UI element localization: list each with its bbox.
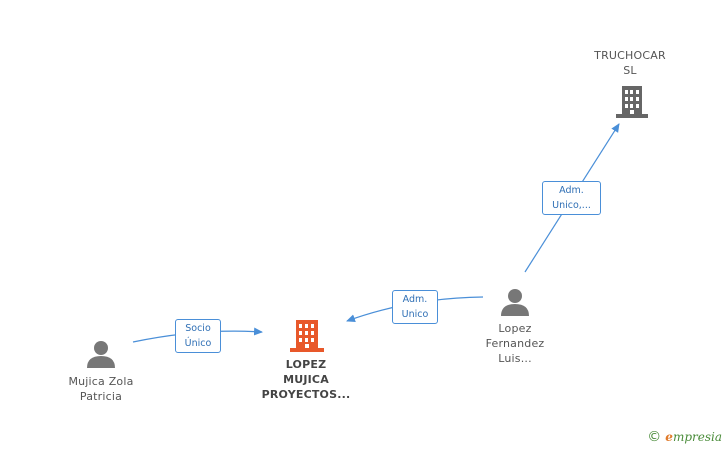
edge-label-line: Unico,... [552, 200, 591, 211]
node-label-line: Mujica Zola [68, 375, 134, 388]
brand-name: mpresia [672, 430, 722, 444]
node-label-lopez-fernandez[interactable]: Lopez Fernandez Luis... [470, 321, 560, 366]
node-label-lopez-mujica[interactable]: LOPEZ MUJICA PROYECTOS... [250, 357, 362, 402]
edge-label-adm-unico[interactable]: Adm. Unico [392, 290, 438, 324]
brand-logo: ©empresia [647, 429, 722, 445]
brand-initial: e [665, 430, 673, 444]
node-label-line: MUJICA [283, 373, 329, 386]
edge-label-line: Adm. [402, 294, 428, 305]
edge-label-socio-unico[interactable]: Socio Único [175, 319, 221, 353]
edge-label-line: Único [184, 338, 212, 349]
node-label-line: Patricia [79, 390, 123, 403]
node-label-line: PROYECTOS... [261, 388, 351, 401]
node-label-line: SL [623, 64, 637, 77]
node-label-mujica-zola[interactable]: Mujica Zola Patricia [55, 374, 147, 404]
person-icon[interactable] [501, 289, 529, 316]
node-label-line: LOPEZ [285, 358, 327, 371]
building-icon[interactable] [616, 86, 648, 118]
edge-label-adm-unico-truchocar[interactable]: Adm. Unico,... [542, 181, 601, 215]
edge-label-line: Socio [185, 323, 211, 334]
edge-label-line: Adm. [559, 185, 584, 196]
node-label-line: Fernandez [485, 337, 545, 350]
person-icon[interactable] [87, 341, 115, 368]
building-icon[interactable] [290, 320, 324, 352]
node-label-line: Lopez [498, 322, 532, 335]
edge-label-line: Unico [401, 309, 429, 320]
copyright-icon: © [647, 429, 662, 445]
node-label-truchocar[interactable]: TRUCHOCAR SL [585, 48, 675, 78]
node-label-line: Luis... [498, 352, 532, 365]
node-label-line: TRUCHOCAR [594, 49, 666, 62]
